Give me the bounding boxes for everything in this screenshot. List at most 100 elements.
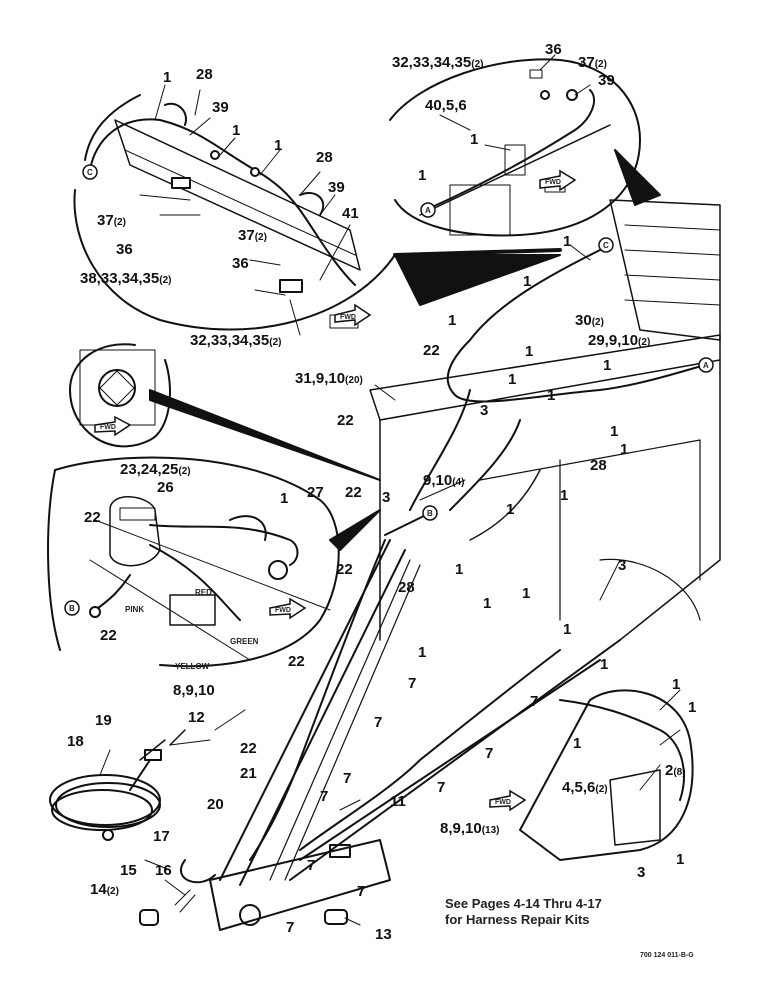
callout-1: 1 <box>508 371 517 388</box>
callout-3: 3 <box>382 489 391 506</box>
hose-coil <box>49 729 186 841</box>
detail-bubble-top-right <box>389 58 661 237</box>
callout-22: 22 <box>240 740 257 757</box>
callout-22: 22 <box>337 412 354 429</box>
callout-14: 14(2) <box>90 881 119 898</box>
wire-label-green: GREEN <box>230 637 259 646</box>
repair-kit-note: See Pages 4-14 Thru 4-17 for Harness Rep… <box>445 896 602 929</box>
callout-1: 1 <box>563 233 572 250</box>
callout-23-24-25: 23,24,25(2) <box>120 461 191 478</box>
callout-28: 28 <box>316 149 333 166</box>
callout-7: 7 <box>485 745 494 762</box>
tag-a-1: A <box>425 206 431 215</box>
callout-31-9-10: 31,9,10(20) <box>295 370 363 387</box>
callout-22: 22 <box>84 509 101 526</box>
tag-c-2: C <box>603 241 609 250</box>
callout-7: 7 <box>320 788 329 805</box>
callout-27: 27 <box>307 484 324 501</box>
callout-1: 1 <box>672 676 681 693</box>
detail-bubble-top-left <box>73 94 562 331</box>
callout-1: 1 <box>418 167 427 184</box>
callout-1: 1 <box>163 69 172 86</box>
callout-26: 26 <box>157 479 174 496</box>
fwd-arrows <box>94 169 577 812</box>
callout-7: 7 <box>286 919 295 936</box>
callout-1: 1 <box>448 312 457 329</box>
fwd-label-4: FWD <box>275 607 291 614</box>
callout-1: 1 <box>563 621 572 638</box>
callout-1: 1 <box>600 656 609 673</box>
callout-39: 39 <box>212 99 229 116</box>
fwd-label-3: FWD <box>100 424 116 431</box>
callout-18: 18 <box>67 733 84 750</box>
callout-22: 22 <box>100 627 117 644</box>
main-assembly <box>149 199 721 931</box>
callout-37: 37(2) <box>97 212 126 229</box>
callout-20: 20 <box>207 796 224 813</box>
callout-36: 36 <box>232 255 249 272</box>
callout-39: 39 <box>328 179 345 196</box>
callout-7: 7 <box>530 693 539 710</box>
callout-7: 7 <box>374 714 383 731</box>
callout-40-5-6: 40,5,6 <box>425 97 467 114</box>
callout-41: 41 <box>342 205 359 222</box>
detail-bubble-lights <box>47 456 340 668</box>
tag-a-2: A <box>703 361 709 370</box>
callout-1: 1 <box>418 644 427 661</box>
callout-36: 36 <box>116 241 133 258</box>
callout-12: 12 <box>188 709 205 726</box>
wire-label-yellow: YELLOW <box>175 662 210 671</box>
callout-7: 7 <box>357 883 366 900</box>
callout-1: 1 <box>573 735 582 752</box>
callout-37: 37(2) <box>238 227 267 244</box>
callout-1: 1 <box>506 501 515 518</box>
callout-16: 16 <box>155 862 172 879</box>
callout-2: 2(8) <box>665 762 686 779</box>
callout-8-9-10: 8,9,10 <box>173 682 215 699</box>
fwd-arrow-3 <box>94 415 132 437</box>
callout-32-33-34-35: 32,33,34,35(2) <box>190 332 282 349</box>
callout-30: 30(2) <box>575 312 604 329</box>
callout-1: 1 <box>676 851 685 868</box>
callout-1: 1 <box>603 357 612 374</box>
callout-1: 1 <box>688 699 697 716</box>
callout-7: 7 <box>408 675 417 692</box>
callout-28: 28 <box>590 457 607 474</box>
callout-22: 22 <box>423 342 440 359</box>
fwd-label-5: FWD <box>495 799 511 806</box>
fwd-label-2: FWD <box>545 179 561 186</box>
fwd-arrow-2 <box>539 169 577 192</box>
callout-1: 1 <box>470 131 479 148</box>
callout-1: 1 <box>232 122 241 139</box>
wire-label-red: RED <box>195 588 212 597</box>
callout-1: 1 <box>610 423 619 440</box>
callout-9-10: 9,10(4) <box>423 472 465 489</box>
callout-1: 1 <box>522 585 531 602</box>
leader-lines <box>99 54 681 926</box>
callout-13: 13 <box>375 926 392 943</box>
callout-28: 28 <box>398 579 415 596</box>
callout-1: 1 <box>274 137 283 154</box>
callout-1: 1 <box>547 387 556 404</box>
callout-7: 7 <box>437 779 446 796</box>
drawing-number: 700 124 011-B-G <box>640 952 694 959</box>
tag-b-1: B <box>427 509 433 518</box>
callout-1: 1 <box>483 595 492 612</box>
callout-21: 21 <box>240 765 257 782</box>
fwd-arrow-5 <box>489 789 527 812</box>
callout-28: 28 <box>196 66 213 83</box>
connector-tags <box>64 164 714 616</box>
callout-22: 22 <box>336 561 353 578</box>
fwd-arrow-1 <box>334 303 372 327</box>
callout-3: 3 <box>480 402 489 419</box>
callout-39: 39 <box>598 72 615 89</box>
callout-3: 3 <box>637 864 646 881</box>
callout-38-33-34-35: 38,33,34,35(2) <box>80 270 172 287</box>
note-line-2: for Harness Repair Kits <box>445 912 590 928</box>
callout-19: 19 <box>95 712 112 729</box>
callout-15: 15 <box>120 862 137 879</box>
callout-17: 17 <box>153 828 170 845</box>
callout-1: 1 <box>525 343 534 360</box>
tag-b-2: B <box>69 604 75 613</box>
